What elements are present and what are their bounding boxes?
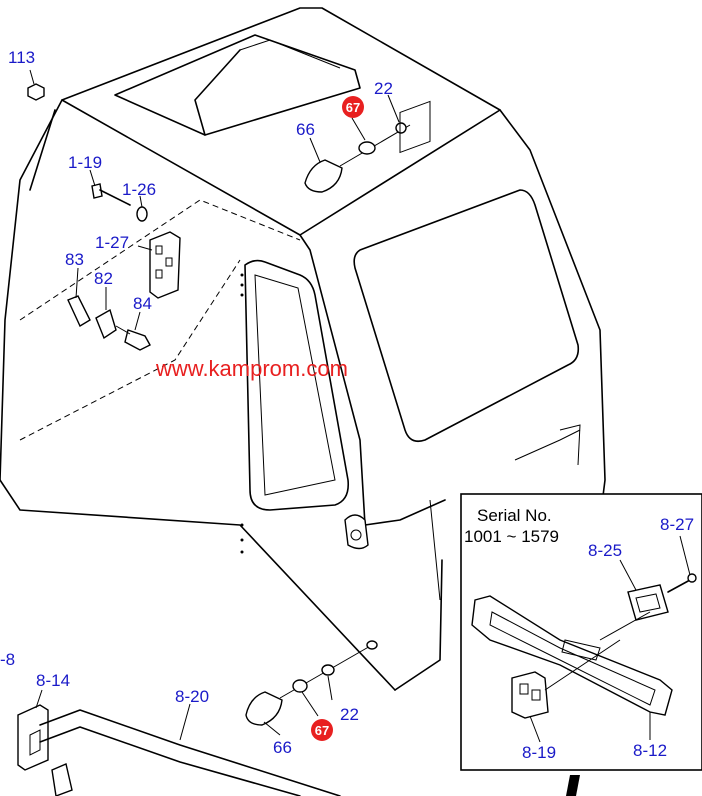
callout-82: 82 [94, 269, 113, 288]
callout-8-12: 8-12 [633, 741, 667, 760]
callout-83: 83 [65, 250, 84, 269]
inset-serial-range: 1001 ~ 1579 [464, 527, 559, 546]
callout-67-bottom-badge [311, 719, 333, 741]
nut-113 [27, 69, 45, 101]
top-light-assembly [304, 100, 431, 193]
callout-22-top: 22 [374, 79, 393, 98]
callout-8-27: 8-27 [660, 515, 694, 534]
hinge-assembly [91, 183, 181, 299]
callout-1-19: 1-19 [68, 153, 102, 172]
bottom-light-assembly [245, 640, 378, 726]
callout-1-26: 1-26 [122, 180, 156, 199]
callout-67-bottom: 67 [315, 723, 329, 738]
callout-1-27: 1-27 [95, 233, 129, 252]
callout-67-top-badge [342, 96, 364, 118]
callout-84: 84 [133, 294, 152, 313]
rivet-dots [240, 273, 244, 554]
watermark: www.kamprom.com [155, 356, 348, 381]
callout-22-bottom: 22 [340, 705, 359, 724]
edge-mark [566, 775, 580, 796]
callout-66-top: 66 [296, 120, 315, 139]
callout-67-top: 67 [346, 100, 360, 115]
leader-lines [35, 94, 691, 743]
callout-113: 113 [8, 48, 35, 67]
callout-8-25: 8-25 [588, 541, 622, 560]
grab-handle-assembly [67, 295, 151, 351]
lower-rail-assembly [17, 704, 341, 796]
cab-body [0, 7, 606, 691]
callout-8-19: 8-19 [522, 743, 556, 762]
callout-8-20: 8-20 [175, 687, 209, 706]
callout-8-14: 8-14 [36, 671, 70, 690]
callout-8-cut: -8 [0, 650, 15, 669]
serial-inset [460, 493, 702, 771]
callout-66-bottom: 66 [273, 738, 292, 757]
inset-serial-title: Serial No. [477, 506, 552, 525]
